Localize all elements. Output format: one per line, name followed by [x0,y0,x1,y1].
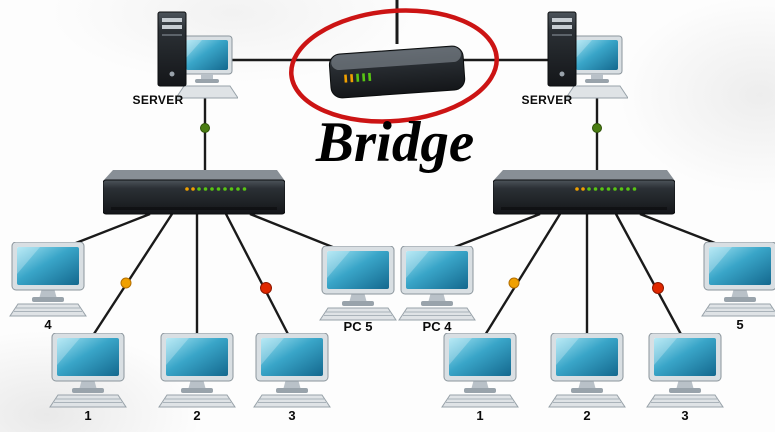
pc-left-2-icon [158,333,236,408]
link-switch-right-pc4 [446,212,541,252]
pc-right-5-icon [701,242,775,317]
pc-right-2-icon [548,333,626,408]
status-dot-red-right [652,282,664,294]
pc-label-right-1: 1 [476,408,484,423]
pc-label-left-5: PC 5 [343,319,373,334]
server-label-left: SERVER [132,93,184,107]
pc-label-left-2: 2 [193,408,201,423]
server-right-icon [547,11,628,99]
pc-label-left-3: 3 [288,408,296,423]
pc-right-3-icon [646,333,724,408]
bridge-router-icon [328,44,466,100]
pc-left-1-icon [49,333,127,408]
link-switch-left-pc1 [88,213,174,341]
pc-label-left-4: 4 [44,317,52,332]
pc-left-3-icon [253,333,331,408]
link-switch-right-pc3 [614,213,685,339]
pc-label-right-4: PC 4 [422,319,452,334]
switch-right-icon [493,170,675,215]
switch-left-icon [103,170,285,215]
pc-left-4-icon [9,242,87,317]
status-dot-orange-right [508,277,520,289]
status-dot-green-left [200,123,210,133]
status-dot-green-right [592,123,602,133]
diagram-title: Bridge [315,111,475,174]
status-dot-orange-left [120,277,132,289]
connection-lines [57,0,739,341]
pc-label-right-3: 3 [681,408,689,423]
status-dot-red-left [260,282,272,294]
pc-label-right-2: 2 [583,408,591,423]
pc-right-4-icon [398,246,476,321]
pc-right-1-icon [441,333,519,408]
pc-label-left-1: 1 [84,408,92,423]
link-switch-left-pc3 [224,213,292,339]
pc-label-right-5: 5 [736,317,744,332]
link-switch-right-pc1 [480,213,562,341]
status-dots [120,123,664,294]
pc-left-5-icon [319,246,397,321]
highlight-ellipse [289,8,499,124]
server-left-icon [157,11,238,99]
server-label-right: SERVER [521,93,573,107]
